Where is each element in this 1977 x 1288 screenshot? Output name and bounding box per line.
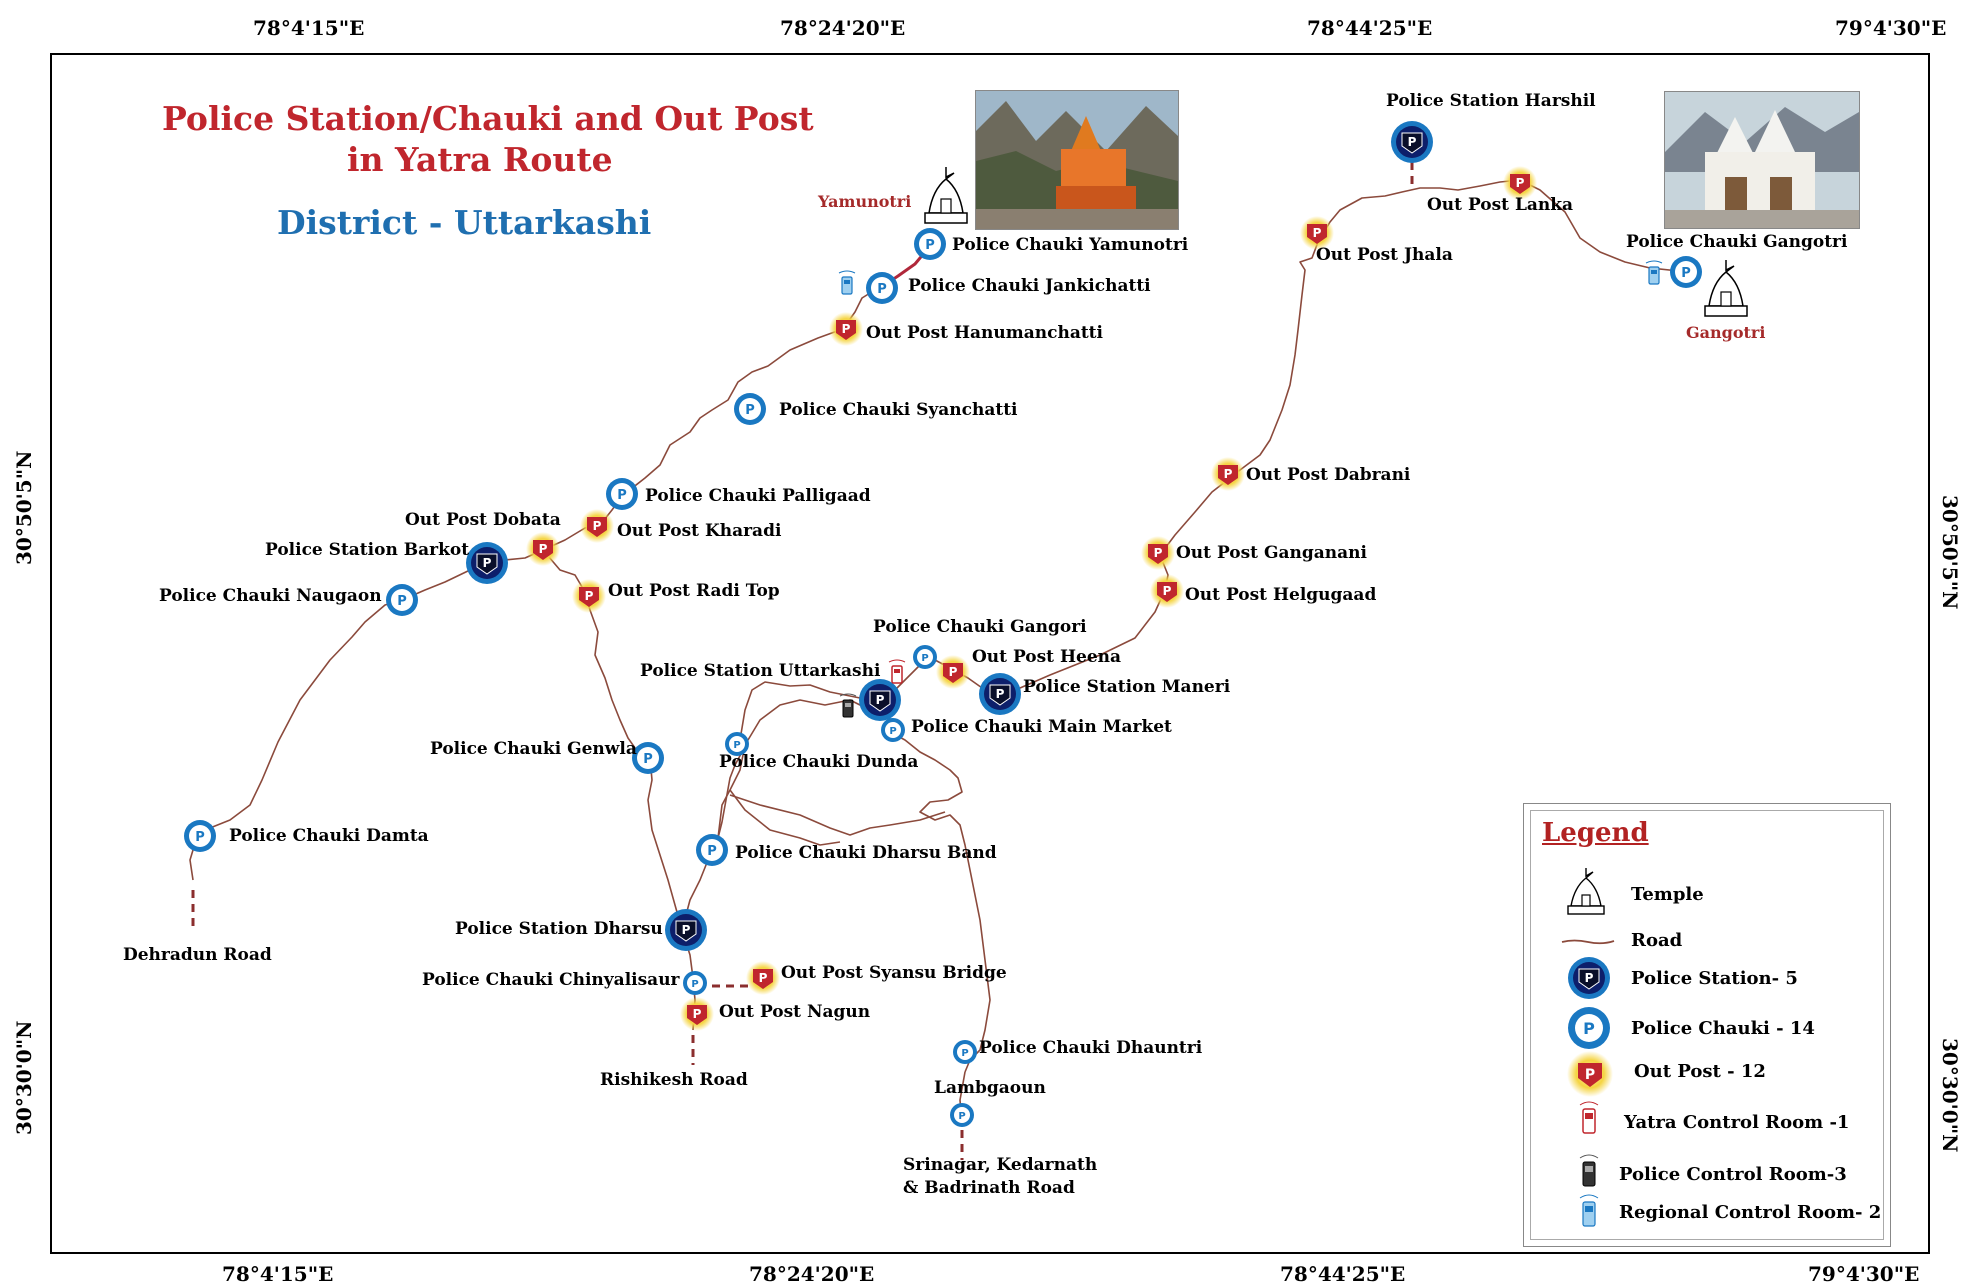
label-ps-maneri: Police Station Maneri <box>1023 677 1231 697</box>
legend-yatra-control-room-icon <box>1579 1101 1599 1134</box>
coord-top-3: 78°44'25"E <box>1307 16 1433 40</box>
coord-bottom-4: 79°4'30"E <box>1808 1262 1920 1286</box>
label-op-helgugaad: Out Post Helgugaad <box>1185 585 1377 605</box>
label-pc-main-market: Police Chauki Main Market <box>911 717 1172 737</box>
yamunotri-temple-photo <box>975 90 1179 230</box>
label-ps-dharsu: Police Station Dharsu <box>455 919 663 939</box>
legend-title: Legend <box>1542 818 1649 848</box>
road-mainmarket-dhauntri <box>889 731 991 1073</box>
label-rishikesh-road: Rishikesh Road <box>600 1070 748 1090</box>
road-dunda-uttarkashi <box>739 681 881 741</box>
legend-label-temple: Temple <box>1631 884 1704 905</box>
label-op-dabrani: Out Post Dabrani <box>1246 465 1411 485</box>
coord-top-1: 78°4'15"E <box>253 16 365 40</box>
label-pc-dhauntri: Police Chauki Dhauntri <box>979 1038 1203 1058</box>
legend-police-chauki-icon: P <box>1568 1007 1610 1049</box>
gangotri-temple-photo <box>1664 91 1860 229</box>
label-srinagar-road-1: Srinagar, Kedarnath <box>903 1155 1098 1175</box>
legend-temple-icon <box>1567 868 1605 915</box>
legend-regional-control-room-icon <box>1579 1194 1599 1227</box>
label-pc-palligaad: Police Chauki Palligaad <box>645 486 871 506</box>
road-uttarkashi-mainmarket <box>879 699 894 731</box>
legend-label-road: Road <box>1631 930 1683 951</box>
legend-label-out-post: Out Post - 12 <box>1634 1061 1766 1082</box>
label-op-dobata: Out Post Dobata <box>405 510 561 530</box>
road-barkot-dobata <box>486 549 544 564</box>
road-dharsu-nagun <box>681 929 696 1031</box>
road-jhala-lanka <box>1317 179 1521 243</box>
label-dehradun-road: Dehradun Road <box>123 945 272 965</box>
label-op-syansu-bridge: Out Post Syansu Bridge <box>781 963 1007 983</box>
label-op-radi-top: Out Post Radi Top <box>608 581 780 601</box>
label-pc-chinyalisaur: Police Chauki Chinyalisaur <box>422 970 680 990</box>
legend-police-control-room-icon <box>1579 1154 1599 1187</box>
label-ps-barkot: Police Station Barkot <box>265 540 470 560</box>
label-pc-genwla: Police Chauki Genwla <box>430 739 637 759</box>
legend-box: Legend Temple Road P Police Station- 5 P… <box>1523 803 1891 1247</box>
label-pc-dharsu-band: Police Chauki Dharsu Band <box>735 843 997 863</box>
label-ps-uttarkashi: Police Station Uttarkashi <box>640 661 881 681</box>
label-pc-gangori: Police Chauki Gangori <box>873 617 1087 637</box>
temple-label-yamunotri: Yamunotri <box>818 192 912 211</box>
label-op-jhala: Out Post Jhala <box>1316 245 1453 265</box>
legend-out-post-icon: P <box>1567 1051 1613 1097</box>
label-op-kharadi: Out Post Kharadi <box>617 521 782 541</box>
coord-bottom-1: 78°4'15"E <box>222 1262 334 1286</box>
label-op-lanka: Out Post Lanka <box>1427 195 1574 215</box>
road-cross-link <box>729 794 946 836</box>
label-pc-naugaon: Police Chauki Naugaon <box>159 586 382 606</box>
svg-text:P: P <box>1585 1067 1595 1083</box>
coord-bottom-2: 78°24'20"E <box>749 1262 875 1286</box>
coord-top-2: 78°24'20"E <box>780 16 906 40</box>
label-ps-harshil: Police Station Harshil <box>1386 91 1596 111</box>
map-title-line1: Police Station/Chauki and Out Post <box>162 99 814 138</box>
label-pc-syanchatti: Police Chauki Syanchatti <box>779 400 1018 420</box>
temple-icon <box>924 167 968 224</box>
label-op-hanumanchatti: Out Post Hanumanchatti <box>866 323 1103 343</box>
svg-text:P: P <box>1583 1019 1595 1038</box>
road-lanka-gangotri <box>1519 179 1689 273</box>
label-pc-damta: Police Chauki Damta <box>229 826 429 846</box>
temple-icon <box>1704 260 1748 317</box>
legend-police-station-icon: P <box>1568 957 1610 999</box>
label-srinagar-road-2: & Badrinath Road <box>903 1178 1075 1198</box>
legend-label-police-station: Police Station- 5 <box>1631 968 1798 989</box>
district-title: District - Uttarkashi <box>277 203 652 242</box>
temple-label-gangotri: Gangotri <box>1686 323 1766 342</box>
map-title-line2: in Yatra Route <box>347 140 613 179</box>
label-op-ganganani: Out Post Ganganani <box>1176 543 1367 563</box>
legend-label-regional-control-room: Regional Control Room- 2 <box>1619 1202 1882 1223</box>
label-pc-jankichatti: Police Chauki Jankichatti <box>908 276 1151 296</box>
label-lambgaoun: Lambgaoun <box>934 1078 1046 1098</box>
coord-top-4: 79°4'30"E <box>1835 16 1947 40</box>
legend-label-yatra-control-room: Yatra Control Room -1 <box>1624 1112 1850 1133</box>
label-pc-dunda: Police Chauki Dunda <box>719 752 919 772</box>
label-op-nagun: Out Post Nagun <box>719 1002 871 1022</box>
coord-bottom-3: 78°44'25"E <box>1280 1262 1406 1286</box>
legend-road-line <box>1561 939 1615 945</box>
road-dharsu-dharsuband <box>681 739 743 931</box>
label-op-heena: Out Post Heena <box>972 647 1122 667</box>
road-naugaon-barkot <box>401 562 488 601</box>
legend-label-police-control-room: Police Control Room-3 <box>1619 1164 1847 1185</box>
label-pc-yamunotri: Police Chauki Yamunotri <box>952 235 1189 255</box>
road-cross-link-2 <box>729 789 841 846</box>
label-pc-gangotri: Police Chauki Gangotri <box>1626 232 1848 252</box>
legend-label-police-chauki: Police Chauki - 14 <box>1631 1018 1815 1039</box>
svg-text:P: P <box>1585 971 1594 985</box>
